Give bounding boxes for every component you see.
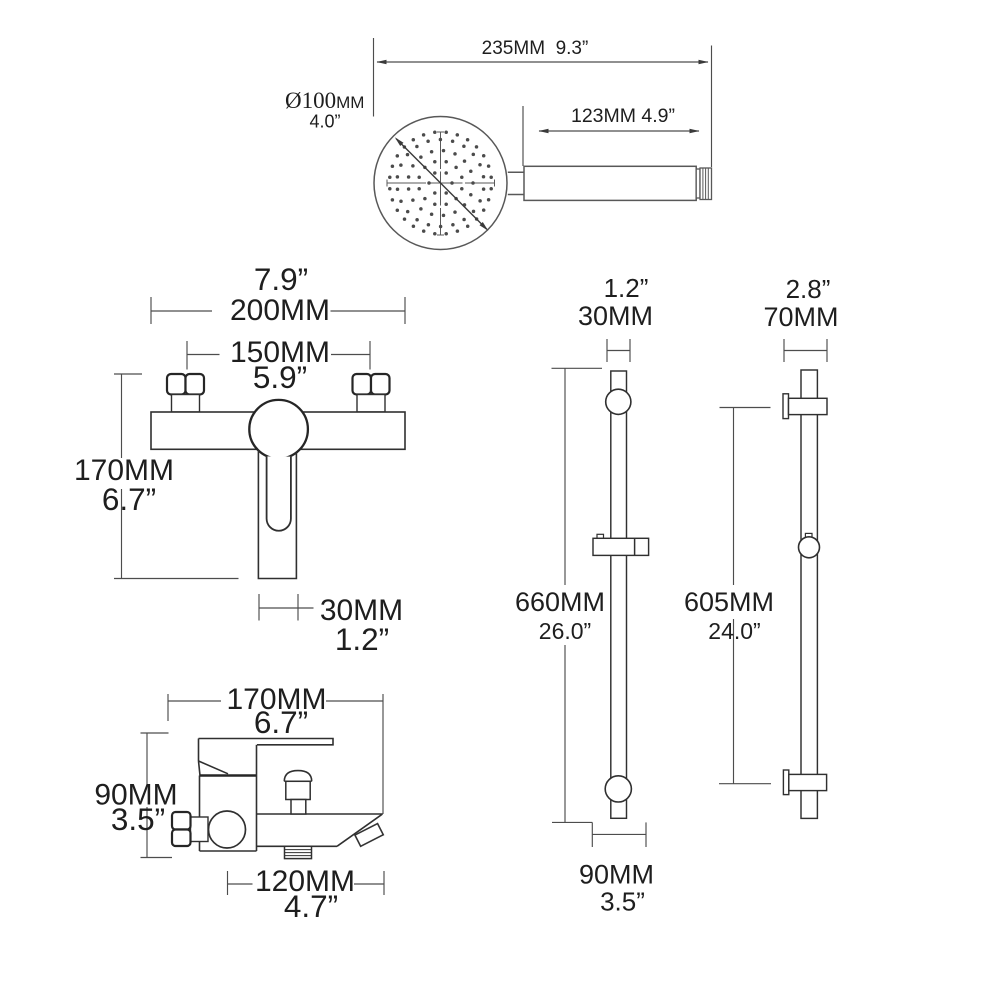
svg-text:5.9”: 5.9”	[253, 359, 307, 395]
svg-text:3.5”: 3.5”	[111, 801, 165, 837]
svg-text:Ø100MM: Ø100MM	[285, 88, 364, 113]
svg-text:7.9”: 7.9”	[254, 261, 308, 297]
svg-text:6.7”: 6.7”	[254, 704, 308, 740]
svg-text:123MM 4.9”: 123MM 4.9”	[571, 105, 675, 127]
svg-text:4.0”: 4.0”	[309, 112, 340, 132]
svg-text:30MM: 30MM	[320, 594, 403, 627]
svg-text:2.8”: 2.8”	[786, 274, 831, 304]
svg-text:235MM 9.3”: 235MM 9.3”	[482, 38, 589, 59]
svg-text:605MM: 605MM	[684, 587, 774, 617]
svg-text:170MM: 170MM	[226, 683, 326, 716]
svg-text:1.2”: 1.2”	[604, 273, 649, 303]
svg-text:26.0”: 26.0”	[539, 618, 591, 644]
svg-text:660MM: 660MM	[515, 587, 605, 617]
svg-text:90MM: 90MM	[579, 860, 654, 890]
svg-text:200MM: 200MM	[230, 294, 330, 327]
svg-text:6.7”: 6.7”	[102, 481, 156, 517]
svg-text:150MM: 150MM	[230, 336, 330, 369]
svg-text:1.2”: 1.2”	[335, 621, 389, 657]
svg-text:4.7”: 4.7”	[284, 888, 338, 924]
svg-text:70MM: 70MM	[763, 302, 838, 332]
svg-text:120MM: 120MM	[255, 865, 355, 898]
svg-text:30MM: 30MM	[578, 301, 653, 331]
svg-text:90MM: 90MM	[94, 779, 177, 812]
svg-text:24.0”: 24.0”	[708, 618, 760, 644]
svg-text:3.5”: 3.5”	[600, 887, 645, 917]
svg-text:170MM: 170MM	[74, 454, 174, 487]
